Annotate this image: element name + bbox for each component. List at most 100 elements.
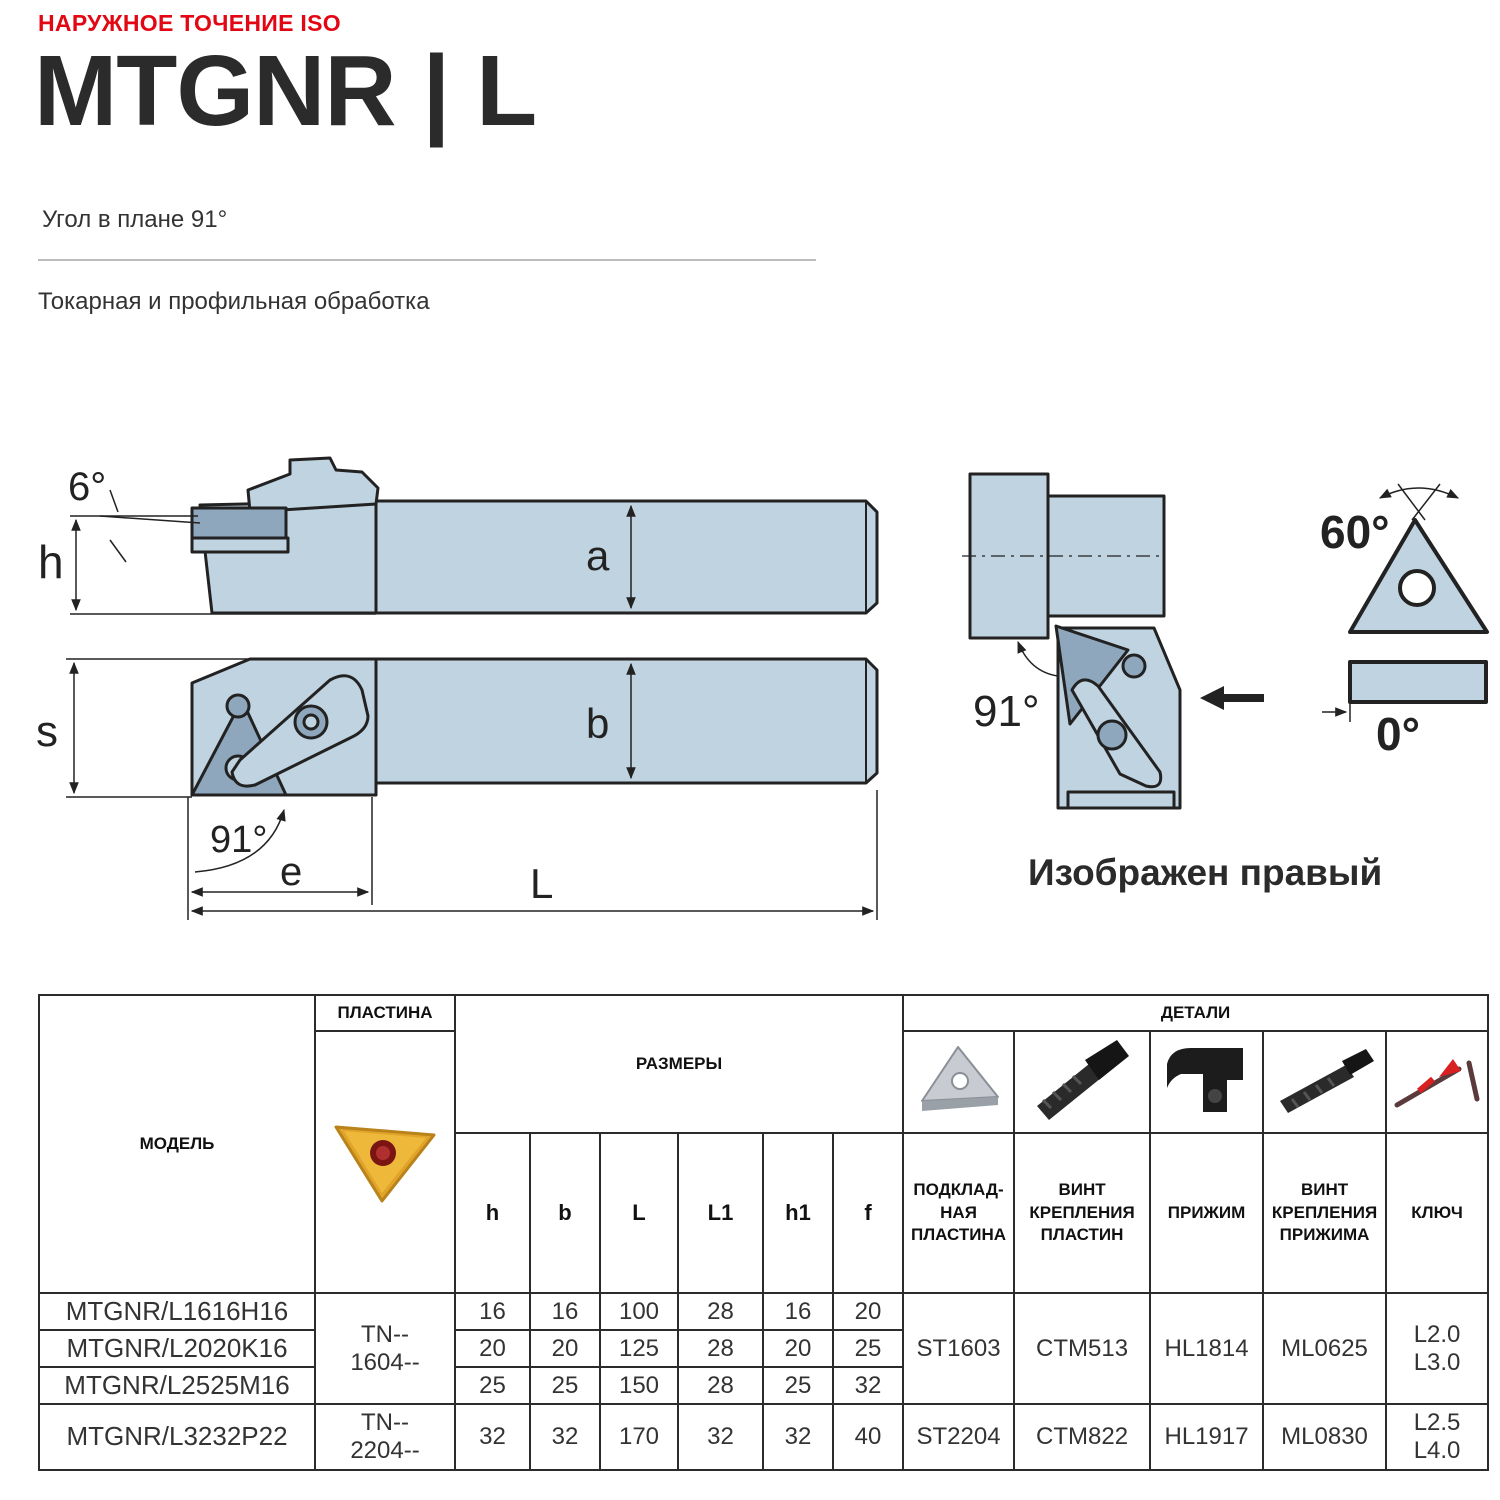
screw-image-cell	[1013, 1030, 1152, 1134]
table-row: MTGNR/L2525M16 25 25 150 28 25 32	[38, 1366, 1488, 1405]
clamp-cell: HL1917	[1149, 1403, 1265, 1471]
model-cell: MTGNR/L1616H16	[38, 1292, 316, 1331]
column-L: L	[599, 1132, 679, 1294]
label-60deg: 60°	[1320, 506, 1390, 558]
front-view-shank	[968, 472, 1050, 640]
table-row: MTGNR/L1616H16 TN--1604-- 16 16 100 28 1…	[38, 1292, 1490, 1405]
value-L1: 28	[677, 1329, 764, 1368]
category-label: НАРУЖНОЕ ТОЧЕНИЕ ISO	[38, 10, 341, 36]
top-view-dimensions	[66, 658, 878, 920]
value-L1: 28	[677, 1292, 764, 1331]
side-view-clamp	[246, 456, 380, 514]
insert-image-cell	[314, 1030, 456, 1294]
approach-angle-text: Угол в плане 91°	[42, 206, 228, 233]
value-L: 100	[599, 1292, 679, 1331]
screw-cell: CTM822	[1013, 1403, 1152, 1471]
front-view	[968, 472, 1182, 810]
top-view	[190, 657, 879, 797]
header-parts: ДЕТАЛИ	[902, 994, 1490, 1032]
column-f: f	[831, 1132, 905, 1294]
value-L: 150	[599, 1366, 679, 1405]
value-b: 32	[529, 1403, 601, 1471]
screw-cell: CTM513	[1013, 1292, 1152, 1405]
value-h: 25	[454, 1366, 531, 1405]
value-f: 20	[831, 1292, 905, 1331]
top-view-shank	[374, 657, 879, 785]
clamp-cell: HL1814	[1149, 1292, 1265, 1405]
page-title: MTGNR | L	[34, 35, 537, 147]
model-cell: MTGNR/L3232P22	[38, 1403, 316, 1471]
clamp-screw-icon	[1279, 1048, 1374, 1113]
tool-drawing: 6° h a s b 91° e L	[36, 456, 1489, 920]
clamp-screw-cell: ML0625	[1262, 1292, 1388, 1405]
value-h: 16	[454, 1292, 531, 1331]
side-view	[190, 456, 879, 615]
column-key: КЛЮЧ	[1385, 1132, 1490, 1294]
header-insert: ПЛАСТИНА	[314, 994, 456, 1032]
shim-cell: ST2204	[902, 1403, 1016, 1471]
feed-direction-arrow	[1200, 686, 1264, 710]
header-dimensions: РАЗМЕРЫ	[453, 994, 905, 1134]
table-row: MTGNR/L2020K16 20 20 125 28 20 25	[38, 1329, 1488, 1368]
label-a: a	[586, 532, 610, 579]
column-b: b	[529, 1132, 601, 1294]
triangular-insert-icon	[334, 1125, 436, 1203]
value-f: 40	[831, 1403, 905, 1471]
clamp-screw-cell: ML0830	[1262, 1403, 1388, 1471]
value-b: 16	[529, 1292, 601, 1331]
label-h: h	[38, 536, 64, 588]
shim-cell: ST1603	[902, 1292, 1016, 1405]
shim-plate-icon	[920, 1045, 999, 1111]
value-h: 32	[454, 1403, 531, 1471]
label-s: s	[36, 707, 58, 756]
value-L: 170	[599, 1403, 679, 1471]
value-L1: 32	[677, 1403, 764, 1471]
column-clamp: ПРИЖИМ	[1149, 1132, 1265, 1294]
specification-table: МОДЕЛЬ ПЛАСТИНА РАЗМЕРЫ ДЕТАЛИ	[38, 994, 1490, 1471]
column-L1: L1	[677, 1132, 764, 1294]
column-h: h	[454, 1132, 531, 1294]
side-view-dimensions	[70, 489, 636, 615]
label-91deg-side: 91°	[210, 819, 267, 861]
clamp-icon	[1166, 1047, 1243, 1112]
shim-image-cell	[902, 1030, 1016, 1134]
shown-right-hand-note: Изображен правый	[1028, 852, 1383, 893]
value-f: 32	[831, 1366, 905, 1405]
value-b: 20	[529, 1329, 601, 1368]
label-6deg: 6°	[68, 465, 106, 509]
insert-views	[1348, 518, 1489, 704]
header-model: МОДЕЛЬ	[38, 994, 316, 1294]
insert-cell: TN--1604--	[314, 1292, 456, 1405]
value-L: 125	[599, 1329, 679, 1368]
label-91deg-front: 91°	[973, 687, 1040, 736]
divider	[38, 259, 816, 261]
insert-screw-icon	[1037, 1039, 1130, 1120]
column-h1: h1	[762, 1132, 834, 1294]
label-L: L	[530, 860, 553, 907]
value-h: 20	[454, 1329, 531, 1368]
application-text: Токарная и профильная обработка	[38, 288, 430, 315]
value-f: 25	[831, 1329, 905, 1368]
value-h1: 32	[762, 1403, 834, 1471]
value-b: 25	[529, 1366, 601, 1405]
label-0deg: 0°	[1376, 708, 1420, 760]
value-h1: 25	[762, 1366, 834, 1405]
key-icon	[1394, 1058, 1480, 1108]
side-view-shank	[374, 499, 879, 615]
value-h1: 20	[762, 1329, 834, 1368]
clamp-image-cell	[1149, 1030, 1265, 1134]
label-e: e	[280, 850, 302, 894]
model-cell: MTGNR/L2525M16	[38, 1366, 316, 1405]
insert-cell: TN--2204--	[314, 1403, 456, 1471]
label-b: b	[586, 700, 609, 747]
value-h1: 16	[762, 1292, 834, 1331]
key-image-cell	[1385, 1030, 1490, 1134]
clamp-screw-image-cell	[1262, 1030, 1388, 1134]
value-L1: 28	[677, 1366, 764, 1405]
model-cell: MTGNR/L2020K16	[38, 1329, 316, 1368]
